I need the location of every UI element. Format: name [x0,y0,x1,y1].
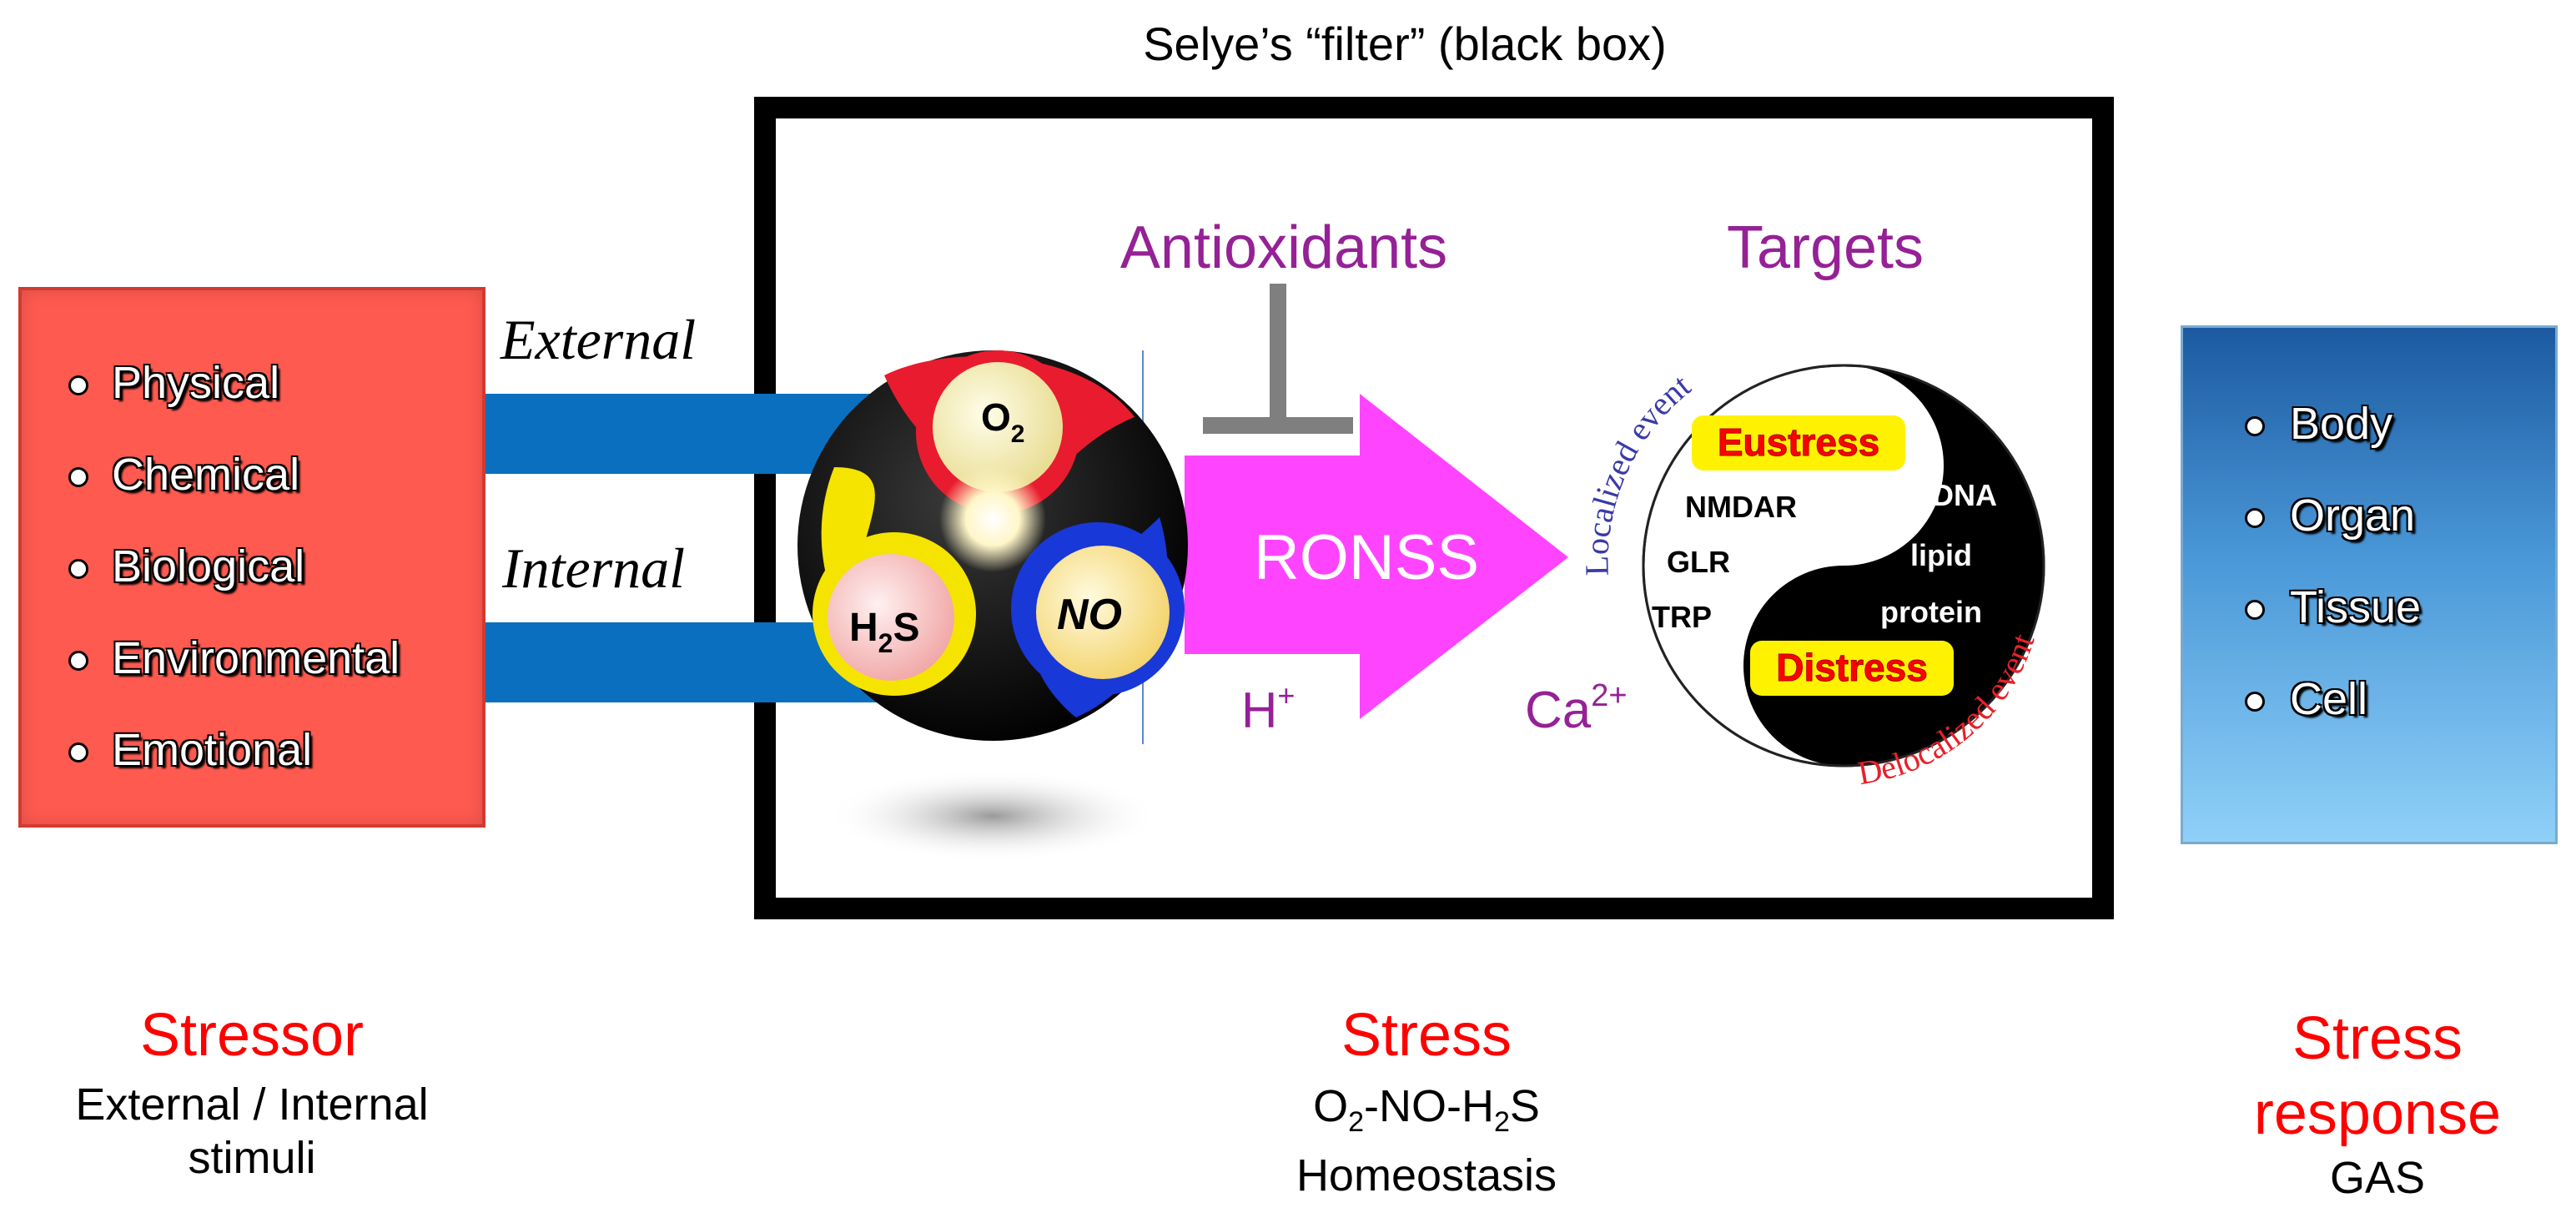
sphere-glow [939,466,1046,572]
stressor-caption-line1: External / Internal [75,1080,429,1130]
target-nmdar: NMDAR [1685,490,1797,524]
response-item: Body [2236,378,2421,470]
stressor-list: Physical Chemical Biological Environment… [60,337,400,796]
h-plus-label: H+ [1241,678,1295,738]
target-lipid: lipid [1910,538,1972,572]
antioxidant-inhibitor-bar [1203,417,1353,434]
response-item: Tissue [2236,561,2421,653]
antioxidant-inhibitor-stem [1270,284,1286,424]
stressor-box: Physical Chemical Biological Environment… [18,287,486,828]
black-box-frame [754,97,2114,919]
stressor-caption: Stressor External / Internal stimuli [0,1001,504,1185]
no-core [1036,546,1170,679]
eustress-label: Eustress [1718,420,1879,464]
response-heading-line2: response [2253,1080,2502,1147]
ca-label: Ca2+ [1525,678,1628,739]
internal-label: Internal [502,536,686,600]
ronss-arrow [1185,394,1568,719]
stressor-heading: Stressor [139,1002,365,1069]
stressor-item: Biological [60,521,400,612]
stress-caption: Stress O2-NO-H2S Homeostasis [1176,1001,1677,1202]
stressor-item: Environmental [60,612,400,704]
response-item: Organ [2236,470,2421,561]
o2-label: O2 [981,395,1024,448]
target-protein: protein [1880,595,1982,629]
black-box-title: Selye’s “filter” (black box) [1143,18,1667,70]
response-level-list: Body Organ Tissue Cell [2236,378,2421,745]
response-item: Cell [2236,653,2421,745]
o2-core [933,362,1063,492]
stressor-item: Chemical [60,429,400,521]
stressor-item: Emotional [60,704,400,796]
response-heading-line1: Stress [2292,1005,2463,1072]
eustress-highlight [1692,415,1905,471]
response-caption: Stress response GAS [2186,1001,2569,1205]
target-dna: DNA [1932,478,1997,512]
sphere-shadow [826,770,1160,862]
distress-label: Distress [1776,646,1928,689]
h2s-label: H2S [849,606,919,658]
stress-heading: Stress [1341,1002,1512,1069]
targets-label: Targets [1726,214,1924,281]
h2s-core [828,554,954,681]
distress-highlight [1750,641,1954,696]
external-label: External [501,308,697,371]
stress-formula: O2-NO-H2S [1313,1081,1540,1138]
target-glr: GLR [1667,545,1730,579]
antioxidants-label: Antioxidants [1119,214,1448,281]
response-caption-gas: GAS [2329,1153,2426,1203]
target-trp: TRP [1652,600,1712,634]
stressor-item: Physical [60,337,400,429]
stress-response-box: Body Organ Tissue Cell [2181,325,2558,844]
stressor-caption-line2: stimuli [188,1133,316,1183]
ronss-label: RONSS [1254,522,1479,593]
no-label: NO [1057,591,1122,639]
stress-caption-line2: Homeostasis [1296,1150,1557,1200]
